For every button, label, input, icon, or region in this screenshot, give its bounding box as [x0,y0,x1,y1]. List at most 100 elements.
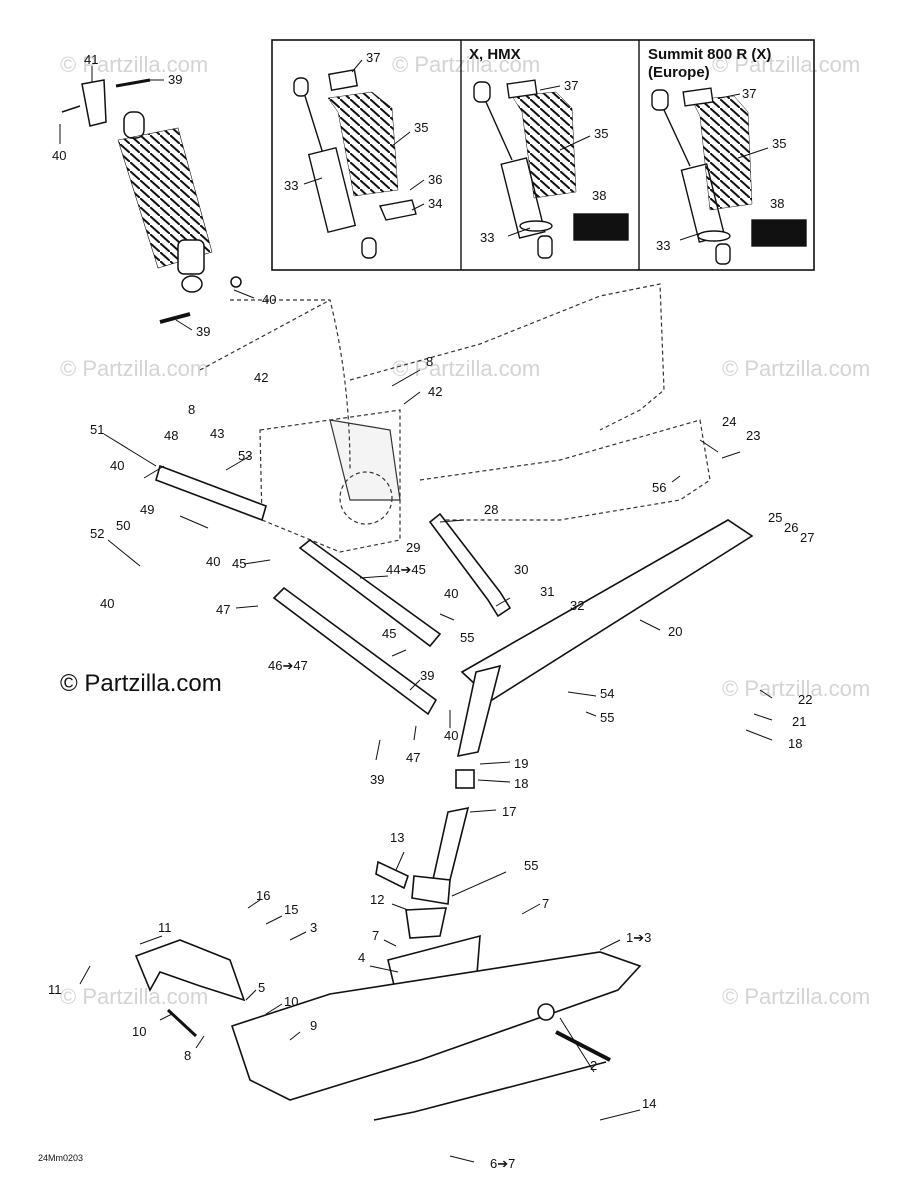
watermark-top-right: © Partzilla.com [712,52,861,77]
callout-40-f: 40 [444,586,458,601]
shock-absorber-inset-summit [651,87,807,265]
callout-28: 28 [484,502,498,517]
callout-16: 16 [256,888,270,903]
callout-20: 20 [668,624,682,639]
upper-radius-rod [298,538,442,648]
callout-33-c: 33 [656,238,670,253]
callout-40-c: 40 [110,458,124,473]
callout-40-d: 40 [206,554,220,569]
callout-40-e: 40 [100,596,114,611]
pin-13 [375,860,409,890]
callout-35-a: 35 [414,120,428,135]
copyright-notice: © Partzilla.com [60,670,222,697]
callout-27: 27 [800,530,814,545]
callout-35-c: 35 [772,136,786,151]
callout-37-b: 37 [564,78,578,93]
callout-33-b: 33 [480,230,494,245]
callout-7-a: 7 [542,896,549,911]
callout-45-b: 45 [382,626,396,641]
callout-39-d: 39 [370,772,384,787]
front-shock-absorber [61,78,242,324]
callout-47-b: 47 [406,750,420,765]
callout-5: 5 [258,980,265,995]
callout-39-a: 39 [168,72,182,87]
callout-43: 43 [210,426,224,441]
chassis-frame [199,283,711,553]
callout-22: 22 [798,692,812,707]
callout-34: 34 [428,196,442,211]
callout-8-a: 8 [426,354,433,369]
callout-46to47: 46➔47 [268,658,308,673]
callout-53: 53 [238,448,252,463]
callout-14: 14 [642,1096,656,1111]
handle-11 [134,939,246,1002]
callout-36: 36 [428,172,442,187]
callout-41: 41 [84,52,98,67]
callout-39-b: 39 [196,324,210,339]
callout-9: 9 [310,1018,317,1033]
bushing-18 [455,769,475,789]
callout-17: 17 [502,804,516,819]
callout-47-a: 47 [216,602,230,617]
callout-44to45: 44➔45 [386,562,426,577]
callout-25: 25 [768,510,782,525]
callout-31: 31 [540,584,554,599]
callout-21: 21 [792,714,806,729]
callout-45-a: 45 [232,556,246,571]
callout-38-b: 38 [770,196,784,211]
leader-lines [59,59,773,1163]
callout-12: 12 [370,892,384,907]
callout-6to7: 6➔7 [490,1156,515,1171]
callout-11-a: 11 [158,920,172,935]
callout-37-c: 37 [742,86,756,101]
watermark-bottom-right: © Partzilla.com [722,984,871,1009]
stop-12 [405,907,448,939]
callout-13: 13 [390,830,404,845]
callout-18-b: 18 [514,776,528,791]
watermark-bottom-left: © Partzilla.com [60,984,209,1009]
spindle-housing [456,664,502,758]
callout-7-b: 7 [372,928,379,943]
inset-title-summit-line1: Summit 800 R (X) [648,46,772,63]
inset-title-hmx: X, HMX [469,46,521,63]
callout-37-a: 37 [366,50,380,65]
lower-radius-rod [272,586,438,716]
callout-10-b: 10 [132,1024,146,1039]
callout-labels: 37 35 36 34 33 37 35 38 33 37 35 38 33 4… [48,50,814,1171]
spindle-17 [430,806,470,886]
inset-title-summit-line2: (Europe) [648,64,710,81]
callout-35-b: 35 [594,126,608,141]
callout-55-b: 55 [600,710,614,725]
watermark-mid-left: © Partzilla.com [60,356,209,381]
callout-56: 56 [652,480,666,495]
callout-15: 15 [284,902,298,917]
callout-42-a: 42 [254,370,268,385]
callout-40-a: 40 [52,148,66,163]
callout-8-c: 8 [184,1048,191,1063]
callout-24: 24 [722,414,736,429]
callout-52: 52 [90,526,104,541]
watermark-lower-right: © Partzilla.com [722,676,871,701]
callout-42-b: 42 [428,384,442,399]
drawing-code: 24Mm0203 [38,1153,84,1163]
callout-48: 48 [164,428,178,443]
callout-55-c: 55 [524,858,538,873]
callout-54: 54 [600,686,614,701]
callout-49: 49 [140,502,154,517]
front-bracket [155,464,267,522]
callout-40-b: 40 [262,292,276,307]
callout-32: 32 [570,598,584,613]
callout-55-a: 55 [460,630,474,645]
callout-8-b: 8 [188,402,195,417]
callout-26: 26 [784,520,798,535]
callout-38-a: 38 [592,188,606,203]
callout-2: 2 [590,1058,597,1073]
callout-30: 30 [514,562,528,577]
callout-18-a: 18 [788,736,802,751]
callout-10-a: 10 [284,994,298,1009]
spindle-end [411,875,451,905]
watermark-mid-right: © Partzilla.com [722,356,871,381]
shock-absorber-inset-standard [293,69,417,259]
callout-50: 50 [116,518,130,533]
